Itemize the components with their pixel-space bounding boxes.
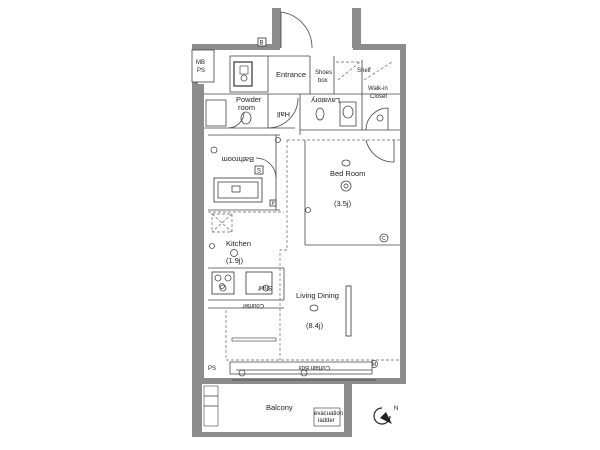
kitchen-label: Kitchen [226, 239, 251, 248]
b-marker-top: B [260, 41, 264, 47]
balcony-label: Balcony [266, 403, 293, 412]
curtain-box-label: Curtain Box [299, 364, 330, 370]
shelf-label: Shelf [357, 68, 371, 74]
evacuation-label: evacuation [314, 411, 343, 417]
powder-room: Powder room [205, 95, 262, 129]
entrance-door[interactable]: B [257, 11, 313, 49]
living-dining-label: Living Dining [296, 291, 339, 300]
bedroom-size: (3.5j) [334, 199, 352, 208]
hall: Hall [267, 97, 299, 129]
hall-label: Hall [277, 110, 290, 119]
bathroom: Bathroom S P [210, 137, 281, 207]
kitchen-size: (1.9j) [226, 256, 244, 265]
entrance-area: Entrance Shoes box Shelf [233, 61, 371, 87]
lavatory: Lavatory [311, 96, 357, 127]
m-marker: M [372, 362, 376, 368]
closet-label: Closet [370, 94, 387, 100]
ps-small-label: PS [208, 366, 216, 372]
mb-ps-box: MB PS [191, 49, 215, 83]
counter-label: Counter [243, 302, 264, 308]
c-marker-bed: C [382, 236, 386, 242]
window-area: Curtain Box PS [208, 361, 376, 381]
bathroom-label: Bathroom [221, 155, 254, 164]
lavatory-label: Lavatory [311, 96, 340, 105]
shoes-label: Shoes [315, 70, 332, 76]
walk-in-closet: Walk-in Closet [365, 86, 389, 131]
north-label: N [394, 406, 398, 412]
mb-label: MB [196, 60, 205, 66]
ladder-label: ladder [318, 418, 335, 424]
ceiling-dashed-lines [208, 61, 400, 361]
entrance-label: Entrance [276, 70, 306, 79]
bedroom-label: Bed Room [330, 169, 365, 178]
bed-room: Bed Room (3.5j) C [305, 139, 395, 243]
box-label: box [318, 78, 328, 84]
exterior-walls [192, 8, 406, 437]
ps-label: PS [197, 68, 205, 74]
s-marker-bath: S [257, 169, 261, 175]
living-dining: Living Dining (8.4j) M [219, 283, 378, 368]
kitchen: Kitchen (1.9j) Shelf Counter [209, 239, 273, 308]
walk-in-label: Walk-in [368, 86, 388, 92]
living-dining-size: (8.4j) [306, 321, 324, 330]
room-label: room [238, 103, 255, 112]
shelf-kitchen-label: Shelf [258, 284, 272, 290]
interior-walls [204, 55, 400, 309]
north-arrow-icon: N [373, 406, 398, 425]
balcony: Balcony evacuation ladder [203, 385, 343, 427]
p-marker: P [272, 201, 276, 207]
powder-label: Powder [236, 95, 262, 104]
